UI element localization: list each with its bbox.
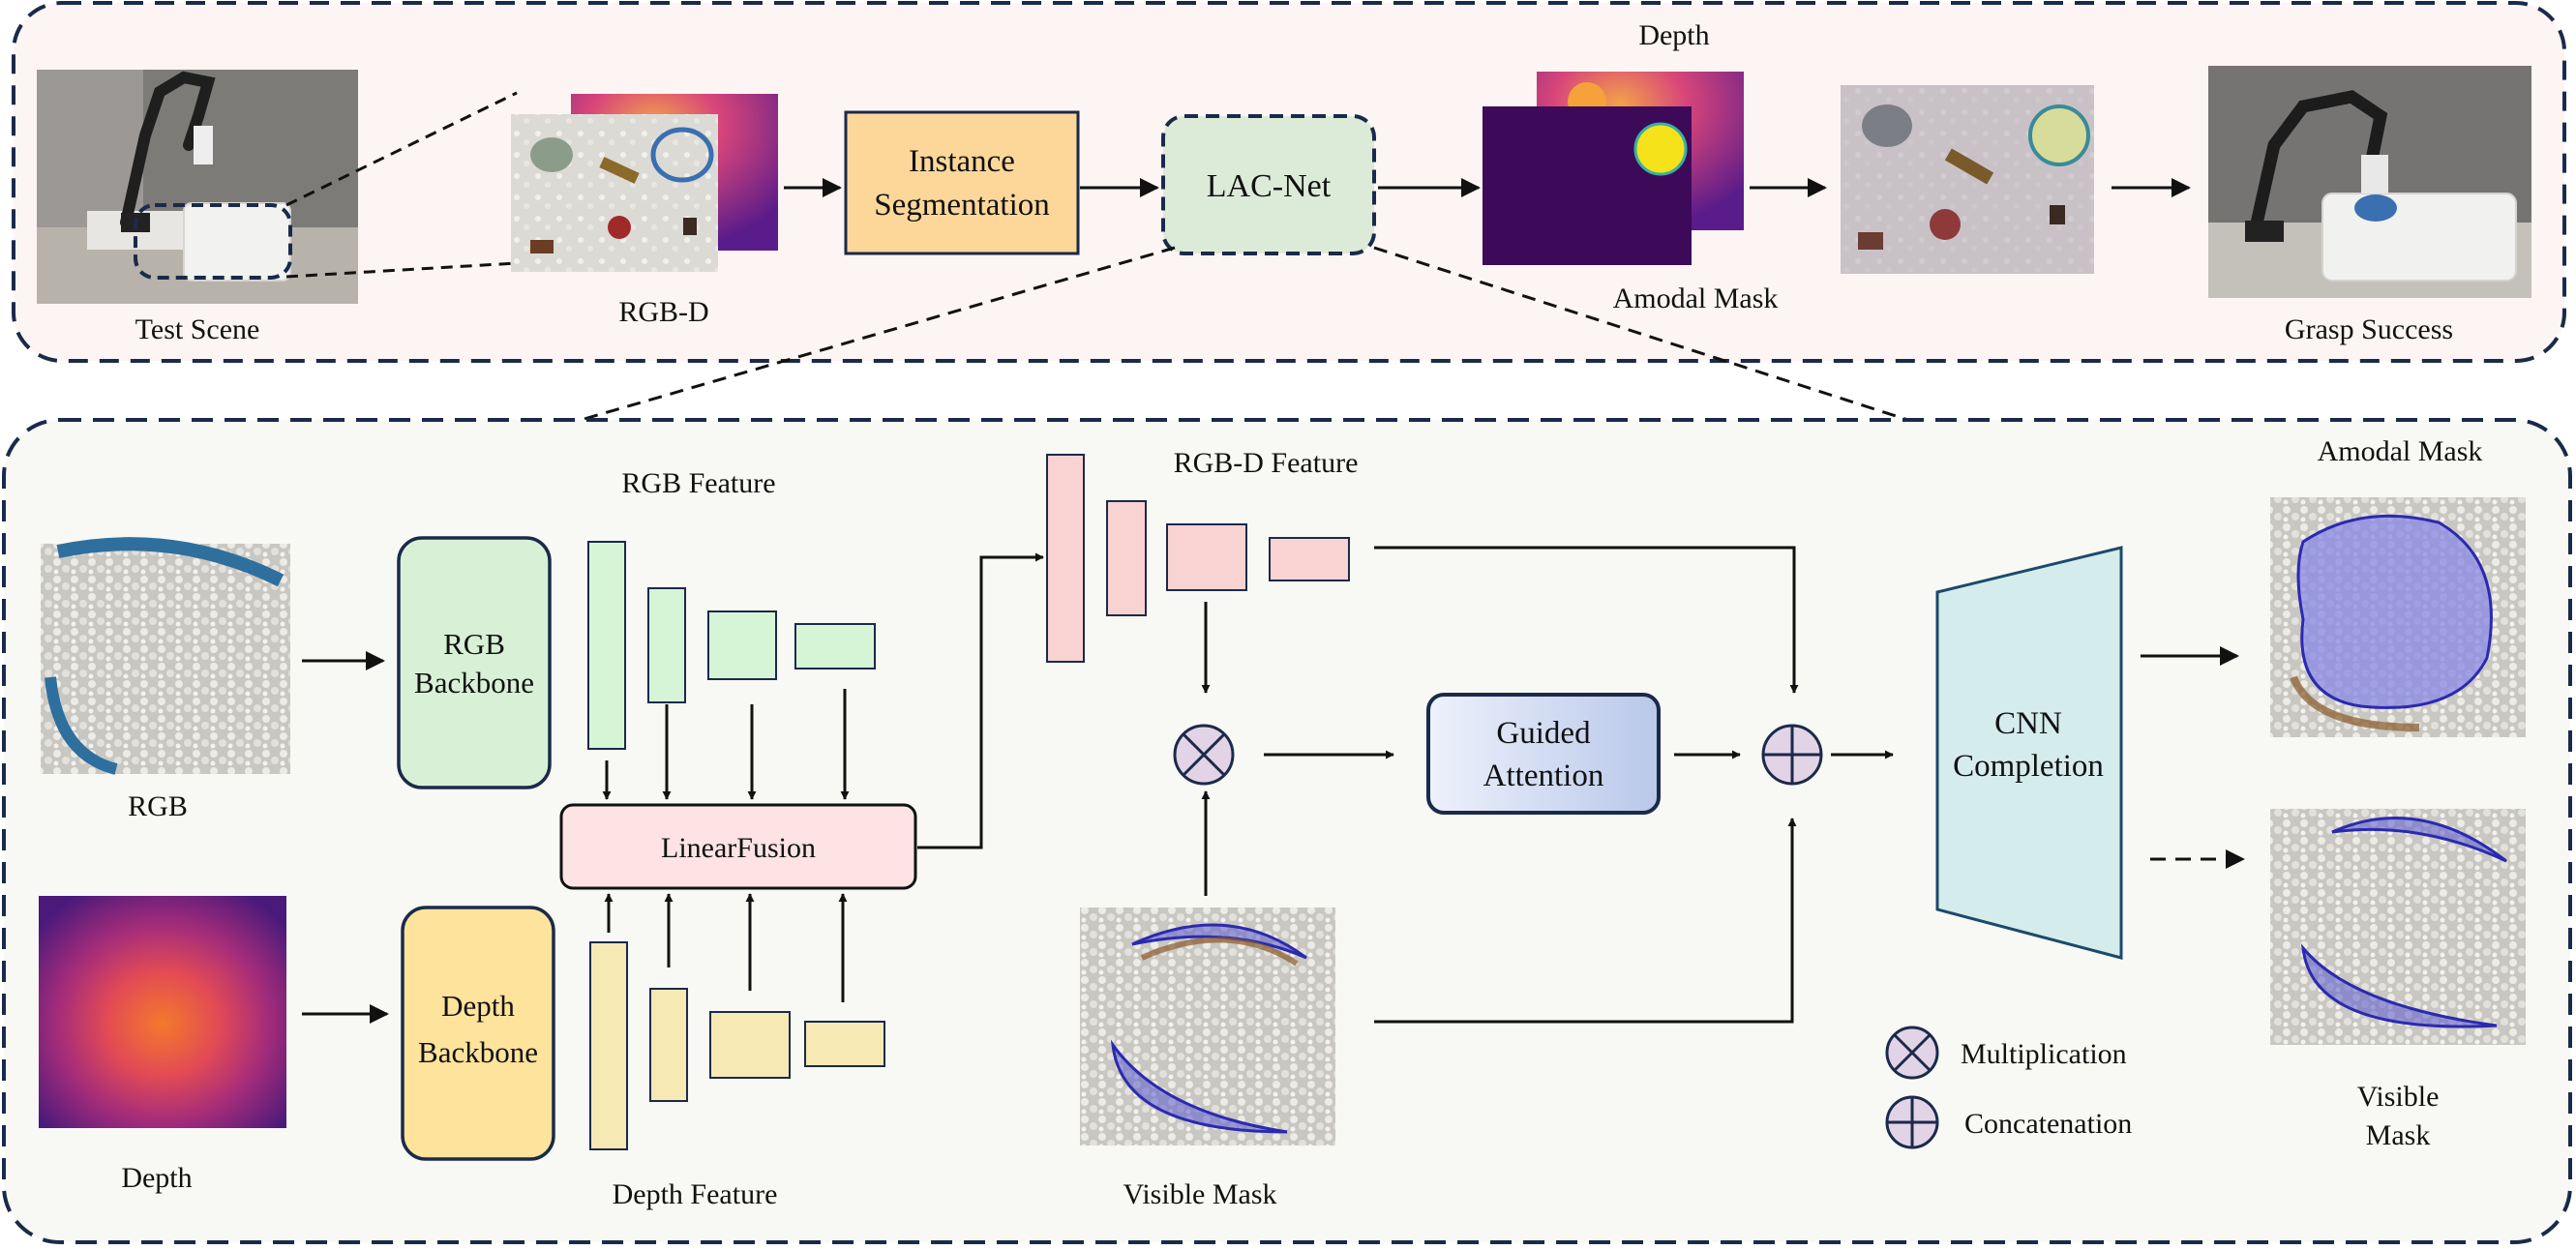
depth-feature-map-1 bbox=[589, 941, 628, 1150]
amodal-mask-output-image bbox=[2270, 497, 2526, 737]
rgb-backbone-label-line2: Backbone bbox=[414, 666, 534, 699]
multiplication-op bbox=[1173, 724, 1235, 786]
depth-input-label: Depth bbox=[121, 1162, 192, 1194]
rgb-feature-map-4 bbox=[794, 623, 876, 670]
depth-feature-map-2 bbox=[649, 988, 688, 1102]
rgbd-label: RGB-D bbox=[618, 296, 708, 328]
linear-fusion-block: LinearFusion bbox=[559, 803, 917, 890]
top-amodal-mask-label: Amodal Mask bbox=[1613, 283, 1779, 314]
guided-attention-label-line2: Attention bbox=[1483, 759, 1604, 793]
amodal-mask-image bbox=[1483, 106, 1692, 265]
depth-feature-map-4 bbox=[804, 1021, 885, 1067]
visible-mask-output-image bbox=[2270, 809, 2526, 1045]
visible-mask-output-label-line1: Visible bbox=[2357, 1081, 2440, 1113]
rgb-input-image bbox=[41, 537, 290, 775]
visible-mask-output-label-line2: Mask bbox=[2366, 1119, 2431, 1151]
depth-input-image bbox=[39, 896, 286, 1128]
test-scene-image bbox=[37, 70, 358, 304]
rgbd-feature-map-4 bbox=[1269, 537, 1350, 581]
cnn-label-line2: Completion bbox=[1953, 749, 2104, 784]
rgbd-feature-map-3 bbox=[1166, 523, 1247, 591]
linear-fusion-label: LinearFusion bbox=[661, 832, 816, 864]
depth-backbone-label-line2: Backbone bbox=[418, 1035, 538, 1069]
cnn-completion-block: CNN Completion bbox=[1935, 546, 2123, 960]
concatenation-op bbox=[1761, 724, 1823, 786]
rgb-feature-map-2 bbox=[647, 587, 686, 703]
amodal-mask-output-label: Amodal Mask bbox=[2318, 435, 2483, 467]
amodal-overlay-image bbox=[1841, 85, 2094, 274]
rgb-feature-label: RGB Feature bbox=[621, 467, 775, 499]
legend-concatenation-label: Concatenation bbox=[1964, 1108, 2132, 1140]
legend: Multiplication Concatenation bbox=[1885, 1026, 2132, 1149]
rgb-feature-map-3 bbox=[707, 610, 777, 680]
visible-mask-input-label: Visible Mask bbox=[1123, 1178, 1276, 1210]
legend-multiplication-icon bbox=[1885, 1026, 1939, 1080]
test-scene-label: Test Scene bbox=[135, 313, 260, 345]
top-depth-label: Depth bbox=[1638, 19, 1709, 51]
rgb-backbone-label-line1: RGB bbox=[443, 627, 505, 661]
instance-seg-label-line2: Segmentation bbox=[874, 188, 1049, 223]
cnn-label-line1: CNN bbox=[1994, 706, 2062, 741]
guided-attention-block: Guided Attention bbox=[1426, 693, 1661, 815]
guided-attention-label-line1: Guided bbox=[1496, 716, 1591, 751]
grasp-success-label: Grasp Success bbox=[2285, 313, 2453, 345]
depth-backbone-block: Depth Backbone bbox=[401, 906, 555, 1161]
instance-segmentation-block: Instance Segmentation bbox=[844, 110, 1080, 255]
depth-backbone-label-line1: Depth bbox=[441, 989, 515, 1023]
lacnet-label: LAC-Net bbox=[1207, 168, 1332, 204]
legend-concatenation-icon bbox=[1885, 1095, 1939, 1149]
rgb-backbone-block: RGB Backbone bbox=[397, 536, 552, 789]
lacnet-block: LAC-Net bbox=[1161, 114, 1376, 255]
rgbd-feature-map-2 bbox=[1106, 500, 1147, 616]
visible-mask-input-image bbox=[1080, 908, 1335, 1146]
arrow-visible-to-concat bbox=[1374, 818, 1797, 1024]
depth-feature-label: Depth Feature bbox=[613, 1178, 778, 1210]
rgb-feature-map-1 bbox=[587, 541, 626, 750]
rgbd-rgb-image bbox=[511, 114, 718, 272]
grasp-success-image bbox=[2208, 66, 2531, 298]
zoom-line-upper bbox=[285, 91, 518, 207]
arrow-fusion-to-rgbd bbox=[917, 552, 1044, 849]
depth-feature-map-3 bbox=[709, 1011, 791, 1079]
legend-multiplication-label: Multiplication bbox=[1961, 1038, 2127, 1070]
rgbd-feature-map-1 bbox=[1046, 454, 1085, 663]
rgb-input-label: RGB bbox=[128, 790, 188, 822]
rgbd-feature-label: RGB-D Feature bbox=[1174, 447, 1359, 479]
expand-line-left bbox=[473, 246, 1176, 453]
arrow-rgbd-to-concat bbox=[1374, 546, 1799, 694]
instance-seg-label-line1: Instance bbox=[909, 144, 1015, 179]
